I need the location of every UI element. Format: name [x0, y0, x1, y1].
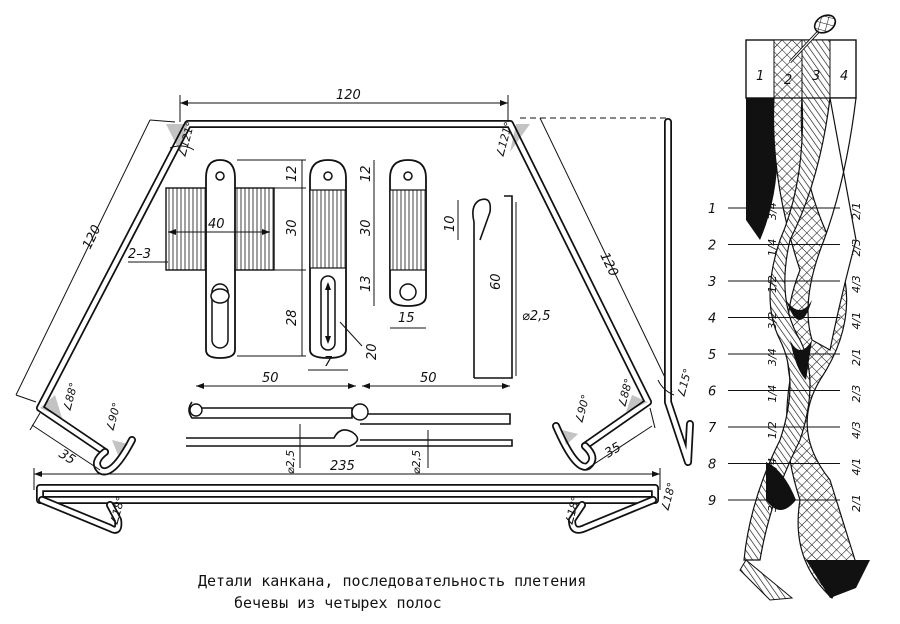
angle-left-hook: ∠90°	[103, 401, 123, 433]
dim-rod-left: 50	[262, 371, 279, 386]
braid-row-number: 5	[708, 348, 716, 363]
caption-line-2: бечевы из четырех полос	[234, 594, 442, 612]
braid-row-left: 1/2	[766, 421, 779, 439]
braid-row: 2 1/4 2/3	[708, 239, 863, 257]
braid-row-right: 4/3	[850, 421, 863, 439]
braid-row-right: 4/1	[850, 312, 863, 330]
dim-base-label: 235	[330, 459, 355, 474]
braid-row-right: 2/3	[850, 239, 863, 257]
braid-row-number: 6	[708, 385, 716, 400]
svg-text:30: 30	[359, 219, 374, 236]
clip: 10 60 ⌀2,5	[443, 195, 551, 379]
braid-row-right: 4/3	[850, 275, 863, 293]
braid-row-right: 2/1	[850, 348, 863, 366]
braid-row-right: 2/3	[850, 385, 863, 403]
dim-right: 120	[539, 117, 673, 393]
dim-hook-left: 35	[29, 412, 101, 471]
svg-text:13: 13	[359, 275, 374, 292]
dim-clip-10: 10	[443, 215, 458, 232]
svg-text:35: 35	[602, 440, 624, 461]
braid-row: 7 1/2 4/3	[708, 421, 863, 439]
svg-text:35: 35	[56, 447, 78, 468]
dim-rod-right: 50	[420, 371, 437, 386]
plate-left: 40 2–3 12 30 28	[128, 159, 306, 359]
dim-slot-width: 7	[324, 355, 333, 370]
braid-row-number: 4	[708, 312, 716, 327]
plate-middle: 20 7	[308, 159, 380, 371]
braid-row: 5 3/4 2/1	[708, 348, 863, 366]
braid-row-left: 1/2	[766, 275, 779, 293]
braid-row-left: 1/4	[766, 385, 779, 403]
dim-plate2-width: 15	[398, 311, 415, 326]
svg-text:12: 12	[285, 165, 300, 182]
braid-row: 1 3/4 2/1	[708, 202, 863, 220]
frame-wire	[36, 120, 652, 476]
braid-row-left: 3/4	[766, 202, 779, 220]
angle-side-18: ∠18°	[658, 481, 678, 513]
braid-row: 4 3/2 4/1	[708, 312, 863, 330]
braid-diagram: 1 2 3 4	[739, 14, 870, 601]
braid-row-number: 1	[708, 202, 716, 217]
dim-clip-60: 60	[489, 273, 504, 290]
angle-left-bottom: ∠88°	[60, 381, 80, 413]
braid-row-right: 2/1	[850, 202, 863, 220]
braid-row-left: 1/4	[766, 239, 779, 257]
strip-num-2: 2	[784, 73, 792, 88]
dim-left: 120	[15, 119, 176, 403]
braid-row-number: 8	[708, 458, 716, 473]
dim-left-label: 120	[80, 223, 104, 252]
dim-top: 120	[179, 88, 509, 122]
side-view-wire: ∠15° ∠18°	[657, 118, 694, 513]
angle-right-hook: ∠90°	[572, 393, 592, 425]
braid-row-right: 4/1	[850, 458, 863, 476]
braid-row: 6 1/4 2/3	[708, 385, 863, 403]
dim-plate-thickness: 2–3	[128, 247, 151, 262]
pin-icon	[788, 14, 837, 64]
rods: 50 50 ⌀2,5 ⌀2,5	[186, 371, 513, 474]
dim-rod-diam-left: ⌀2,5	[284, 450, 297, 474]
braid-row-right: 2/1	[850, 494, 863, 512]
base-bar: 235 ∠18° ∠18°	[33, 459, 661, 534]
caption-line-1: Детали канкана, последовательность плете…	[198, 572, 586, 590]
dim-rod-diam-right: ⌀2,5	[410, 450, 423, 474]
strip-num-3: 3	[812, 69, 820, 84]
braid-row-left: 3/2	[766, 312, 779, 330]
braid-row: 9 3/4 2/1	[708, 494, 863, 512]
dim-clip-diam: ⌀2,5	[522, 309, 551, 324]
braid-row-number: 3	[708, 275, 716, 290]
svg-text:28: 28	[285, 309, 300, 326]
braid-row-left: 3/4	[766, 494, 779, 512]
dim-slot-len: 20	[365, 343, 380, 360]
dim-hook-right: 35	[584, 407, 656, 471]
braid-row-number: 2	[708, 239, 716, 254]
braid-row: 8 3/4 4/1	[708, 458, 863, 476]
angle-side-15: ∠15°	[674, 367, 694, 399]
braid-row-number: 7	[708, 421, 717, 436]
dim-top-label: 120	[336, 88, 361, 103]
dim-plate-width: 40	[208, 217, 225, 232]
braid-row-left: 3/4	[766, 348, 779, 366]
strip-num-4: 4	[840, 69, 848, 84]
strip-num-1: 1	[756, 69, 764, 84]
plate-right: 12 30 13 15	[359, 159, 427, 329]
dim-right-label: 120	[596, 250, 620, 279]
braid-row-left: 3/4	[766, 458, 779, 476]
svg-text:12: 12	[359, 165, 374, 182]
braid-row-number: 9	[708, 494, 716, 509]
svg-text:30: 30	[285, 219, 300, 236]
braid-row: 3 1/2 4/3	[708, 275, 863, 293]
